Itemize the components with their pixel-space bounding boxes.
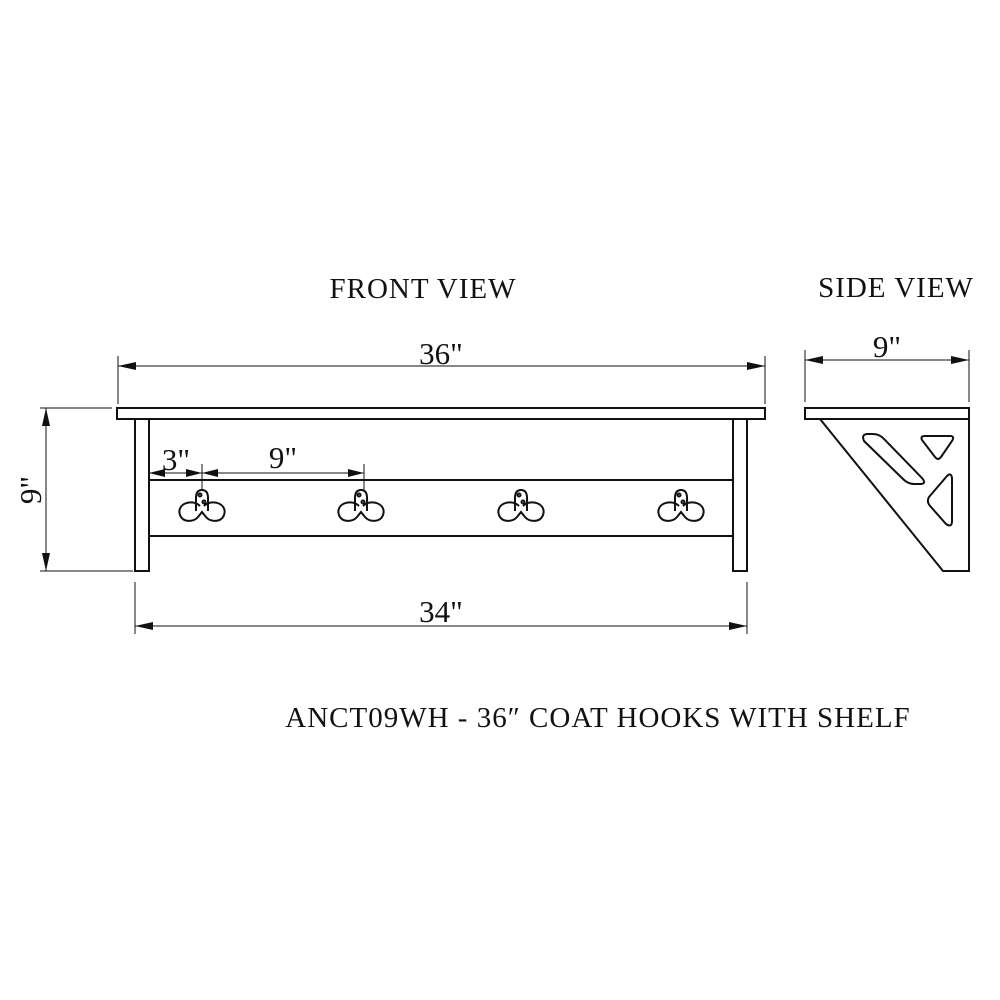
dimension-label-34: 34"	[419, 594, 463, 629]
hook-3	[497, 488, 545, 522]
dimension-label-9-height: 9"	[13, 476, 48, 504]
arrow-right	[747, 362, 765, 370]
hook-2	[337, 488, 385, 522]
screw-hole	[676, 492, 682, 498]
hook-icon	[497, 488, 545, 522]
arrow-top	[42, 408, 50, 426]
front-view-title: FRONT VIEW	[330, 273, 517, 305]
arrow-right	[951, 356, 969, 364]
side-view-title: SIDE VIEW	[818, 272, 974, 304]
product-caption: ANCT09WH - 36″ COAT HOOKS WITH SHELF	[285, 702, 910, 734]
bracket-cutout-top	[920, 435, 955, 460]
arrow-right	[729, 622, 747, 630]
dimension-9-height: 9"	[13, 407, 133, 572]
screw-hole	[360, 499, 366, 505]
arrow-left	[202, 469, 218, 477]
hook-icon	[657, 488, 705, 522]
dimension-36-top: 36"	[117, 336, 766, 404]
screw-hole	[356, 492, 362, 498]
side-bracket	[817, 418, 970, 572]
hook-4	[657, 488, 705, 522]
hook-rail	[148, 479, 734, 537]
left-post	[134, 418, 150, 572]
side-shelf-board	[804, 407, 970, 420]
arrow-bottom	[42, 553, 50, 571]
bracket-cutout-large	[862, 433, 926, 485]
dimension-3: 3"	[149, 442, 203, 490]
shelf-board	[116, 407, 766, 420]
arrow-left	[805, 356, 823, 364]
arrow-right	[186, 469, 202, 477]
hook-icon	[337, 488, 385, 522]
dimension-label-9-spacing: 9"	[269, 440, 297, 475]
arrow-right	[348, 469, 364, 477]
dimension-label-36: 36"	[419, 336, 463, 371]
screw-hole	[516, 492, 522, 498]
arrow-left	[118, 362, 136, 370]
dimension-9-depth: 9"	[804, 329, 970, 402]
right-post	[732, 418, 748, 572]
front-view: FRONT VIEW 36"	[13, 273, 766, 634]
screw-hole	[197, 492, 203, 498]
dimension-label-3: 3"	[162, 442, 190, 477]
side-view: SIDE VIEW 9"	[804, 272, 974, 572]
dimension-34-bottom: 34"	[134, 582, 748, 634]
screw-hole	[680, 499, 686, 505]
dimension-9-spacing: 9"	[202, 440, 365, 490]
arrow-left	[149, 469, 165, 477]
screw-hole	[201, 499, 207, 505]
screw-hole	[520, 499, 526, 505]
bracket-cutout-bottom	[926, 473, 953, 527]
dimension-label-9-depth: 9"	[873, 329, 901, 364]
arrow-left	[135, 622, 153, 630]
